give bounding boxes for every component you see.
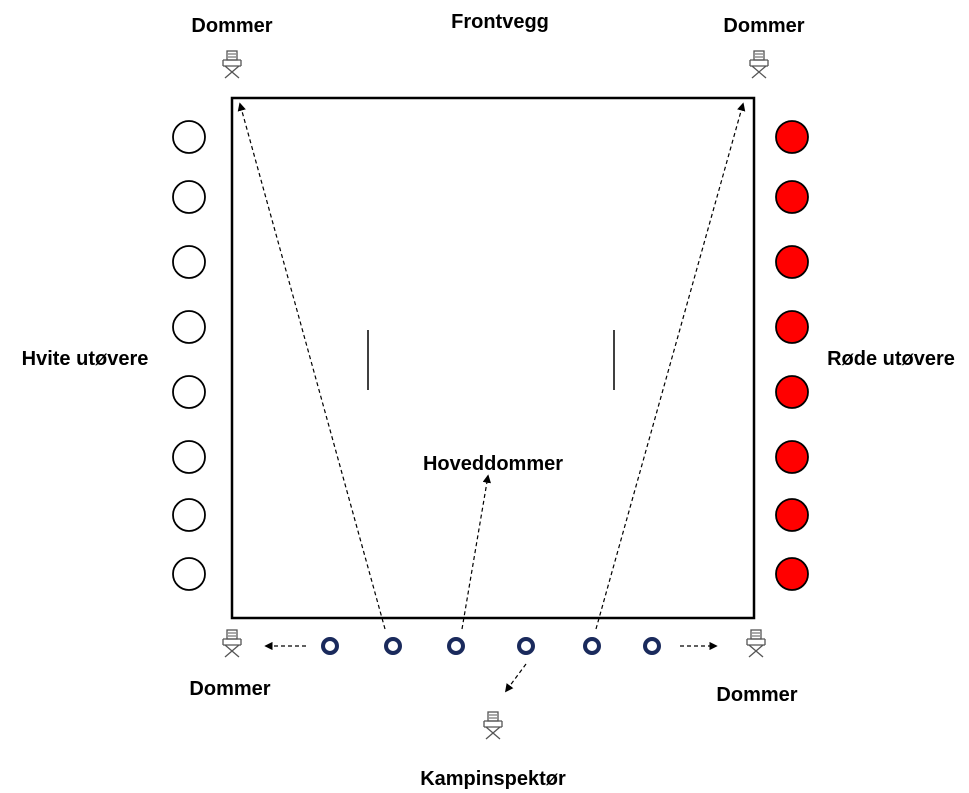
red-athletes-label: Røde utøvere <box>827 348 955 370</box>
bottom-marker-row <box>321 637 661 655</box>
judge-chair-icon <box>749 50 769 79</box>
red-athlete <box>775 310 809 344</box>
red-athlete <box>775 440 809 474</box>
red-athlete <box>775 120 809 154</box>
arrow-to-match-inspector <box>505 663 527 693</box>
judge-bottom-left-label: Dommer <box>189 678 270 700</box>
judge-chair-icon <box>222 629 242 658</box>
match-inspector-label: Kampinspektør <box>420 768 566 790</box>
white-athlete <box>172 120 206 154</box>
red-athletes-column <box>775 120 809 591</box>
red-athlete <box>775 245 809 279</box>
white-athletes-column <box>172 120 206 591</box>
white-athlete <box>172 180 206 214</box>
bottom-marker <box>583 637 601 655</box>
movement-arrows <box>237 102 746 693</box>
white-athlete <box>172 375 206 409</box>
judge-top-right-label: Dommer <box>723 15 804 37</box>
bottom-marker <box>321 637 339 655</box>
arrow-to-judge-top-left <box>237 102 386 630</box>
white-athletes-label: Hvite utøvere <box>22 348 149 370</box>
bottom-marker <box>447 637 465 655</box>
white-athlete <box>172 557 206 591</box>
judge-top-left-label: Dommer <box>191 15 272 37</box>
white-athlete <box>172 245 206 279</box>
white-athlete <box>172 498 206 532</box>
judge-chair-icon <box>746 629 766 658</box>
bottom-marker <box>643 637 661 655</box>
white-athlete <box>172 310 206 344</box>
red-athlete <box>775 498 809 532</box>
arrow-to-head-judge <box>461 474 492 630</box>
red-athlete <box>775 375 809 409</box>
head-judge-label: Hoveddommer <box>423 453 563 475</box>
competition-area <box>230 96 756 620</box>
bottom-marker <box>517 637 535 655</box>
white-athlete <box>172 440 206 474</box>
arrow-to-judge-top-right <box>595 102 746 630</box>
red-athlete <box>775 180 809 214</box>
judge-chair-icon <box>222 50 242 79</box>
judge-bottom-right-label: Dommer <box>716 684 797 706</box>
red-athlete <box>775 557 809 591</box>
judge-chair-icon <box>483 711 503 740</box>
bottom-marker <box>384 637 402 655</box>
front-wall-label: Frontvegg <box>451 11 549 33</box>
